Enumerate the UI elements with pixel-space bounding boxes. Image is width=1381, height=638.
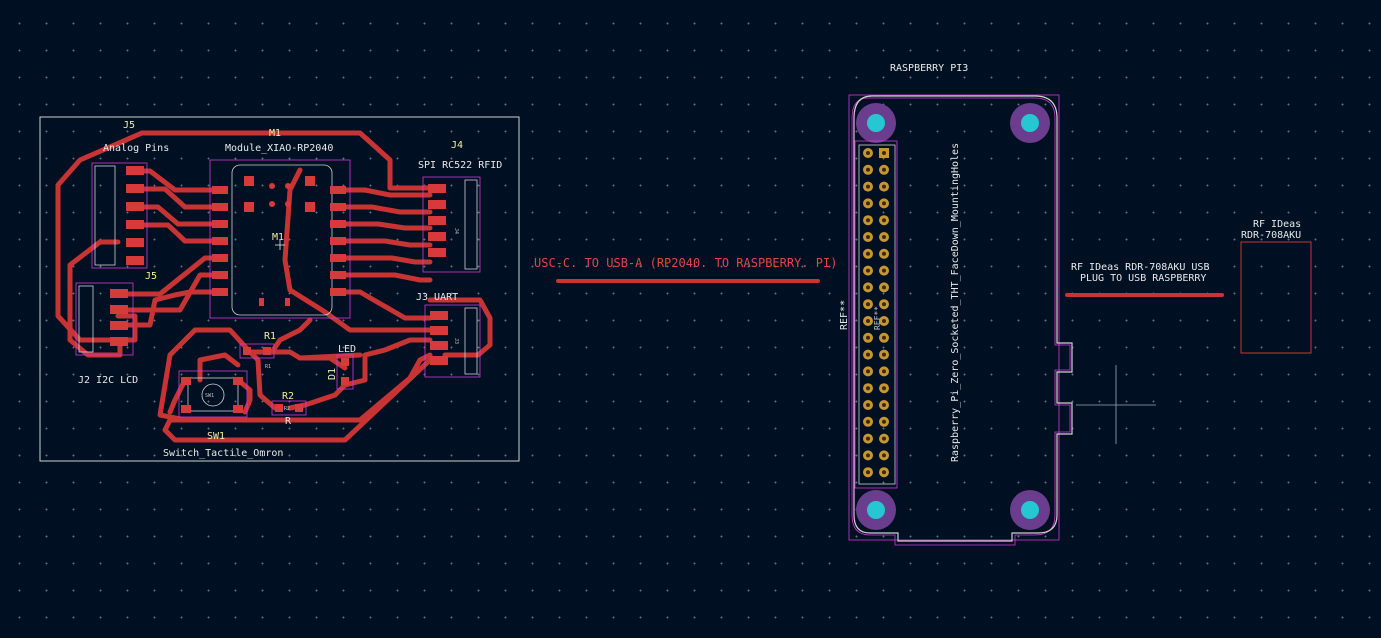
ref-raspberry: REF** — [839, 300, 850, 330]
gpio-pin-hole — [866, 285, 870, 290]
gpio-pin-hole — [866, 403, 870, 407]
gpio-pin-hole — [866, 218, 870, 223]
ref-sw1: SW1 — [207, 431, 225, 442]
fab-r2: R2 — [284, 406, 290, 412]
gpio-pin-hole — [882, 201, 886, 206]
gpio-pin-hole — [882, 151, 886, 155]
footprint-rf-reader[interactable]: RF IDeas RDR-708AKU — [1240, 219, 1312, 354]
gpio-pin-hole — [866, 235, 870, 239]
gpio-pin-hole — [866, 319, 870, 323]
usb-link-label: USC-C. TO USB-A (RP2040. TO RASPBERRY. P… — [534, 256, 837, 270]
value-led: LED — [338, 344, 356, 355]
footprint-r2[interactable]: R2 R2 R — [271, 391, 307, 427]
ref-m1: M1 — [269, 128, 281, 139]
gpio-pin-hole — [882, 218, 886, 223]
gpio-pin-hole — [882, 386, 886, 391]
fab-j4: J4 — [453, 228, 459, 234]
gpio-pin-hole — [866, 436, 870, 441]
gpio-pin-hole — [882, 352, 886, 357]
footprint-raspberry-pi[interactable]: RASPBERRY PI3 REF** REF** Raspberry_Pi_Z… — [839, 63, 1073, 546]
footprint-d1-led[interactable]: LED D1 — [327, 344, 356, 390]
value-module-xiao-rp2040: Module_XIAO-RP2040 — [225, 143, 333, 154]
value-raspberry-pi-zero: Raspberry_Pi_Zero_Socketed_THT_FaceDown_… — [950, 143, 961, 462]
rf-reader-label-line1: RF IDeas — [1253, 219, 1301, 230]
gpio-pin-hole — [882, 167, 886, 172]
ref-d1: D1 — [327, 368, 338, 380]
board-outline — [39, 116, 520, 462]
gpio-pin-hole — [866, 419, 870, 424]
gpio-pin-hole — [882, 369, 886, 374]
gpio-pin-hole — [882, 335, 886, 340]
ref-r1: R1 — [264, 331, 276, 342]
ref-j5: J5 — [123, 120, 135, 131]
rf-link-label-line1: RF IDeas RDR-708AKU USB — [1071, 262, 1209, 273]
gpio-pin-hole — [882, 268, 886, 273]
gpio-header[interactable] — [863, 148, 889, 478]
gpio-pin-hole — [866, 302, 870, 307]
rf-reader-label-line2: RDR-708AKU — [1241, 230, 1301, 241]
ref-raspberry-inner: REF** — [873, 306, 882, 330]
footprint-m1-xiao-rp2040[interactable]: M1 Module_XIAO-RP2040 M1 — [209, 128, 351, 319]
gpio-pin-hole — [882, 453, 886, 458]
gpio-pin-hole — [866, 268, 870, 273]
gpio-pin-hole — [866, 251, 870, 256]
footprint-j5-analog[interactable]: J5 Analog Pins — [91, 120, 169, 269]
ref-j5-lower: J5 — [145, 271, 157, 282]
gpio-pin-hole — [882, 470, 886, 475]
gpio-pin-hole — [866, 470, 870, 475]
gpio-pin-hole — [882, 419, 886, 424]
ref-m1-center: M1 — [272, 232, 284, 243]
raspberry-title: RASPBERRY PI3 — [890, 63, 968, 74]
gpio-pin-hole — [866, 369, 870, 374]
footprint-sw1[interactable]: SW1 SW1 Switch_Tactile_Omron — [163, 370, 283, 459]
value-analog-pins: Analog Pins — [103, 143, 169, 154]
footprint-j3-uart[interactable]: J3 UART J3 — [416, 292, 481, 378]
gpio-pin-hole — [882, 285, 886, 290]
fab-r1: R1 — [265, 364, 271, 370]
pad[interactable] — [126, 166, 144, 175]
fab-j3: J3 — [453, 338, 459, 344]
gpio-pin-hole — [882, 319, 886, 323]
cursor-crosshair — [1076, 365, 1156, 444]
rf-reader-outline — [1240, 241, 1312, 354]
gpio-pin-hole — [882, 403, 886, 407]
ref-j4: J4 — [451, 140, 463, 151]
gpio-pin-hole — [882, 251, 886, 256]
gpio-pin-hole — [866, 184, 870, 189]
value-j3-uart: J3 UART — [416, 292, 458, 303]
rf-link-label-line2: PLUG TO USB RASPBERRY — [1080, 273, 1206, 284]
fab-sw1: SW1 — [205, 393, 214, 399]
gpio-pin-hole — [866, 453, 870, 458]
value-j2-i2c-lcd: J2 I2C LCD — [78, 375, 138, 386]
gpio-pin-hole — [882, 302, 886, 307]
copper-traces — [55, 130, 493, 443]
footprint-r1[interactable]: R1 R1 — [239, 331, 276, 370]
gpio-pin-hole — [866, 167, 870, 172]
gpio-pin-hole — [866, 335, 870, 340]
gpio-pin-hole — [882, 235, 886, 239]
footprint-j4-spi-rfid[interactable]: J4 SPI RC522 RFID J4 — [418, 140, 502, 273]
gpio-pin-hole — [866, 386, 870, 391]
value-r: R — [285, 416, 292, 427]
ref-r2: R2 — [282, 391, 294, 402]
gpio-pin-hole — [882, 436, 886, 441]
value-spi-rc522-rfid: SPI RC522 RFID — [418, 160, 502, 171]
gpio-pin-hole — [866, 151, 870, 155]
gpio-pin-hole — [866, 352, 870, 357]
trace-top-loop — [139, 130, 433, 191]
footprint-j2-i2c-lcd[interactable]: J5 J2 I2C LCD — [75, 271, 157, 386]
value-switch-tactile-omron: Switch_Tactile_Omron — [163, 448, 283, 459]
gpio-pin-hole — [866, 201, 870, 206]
gpio-pin-hole — [882, 184, 886, 189]
